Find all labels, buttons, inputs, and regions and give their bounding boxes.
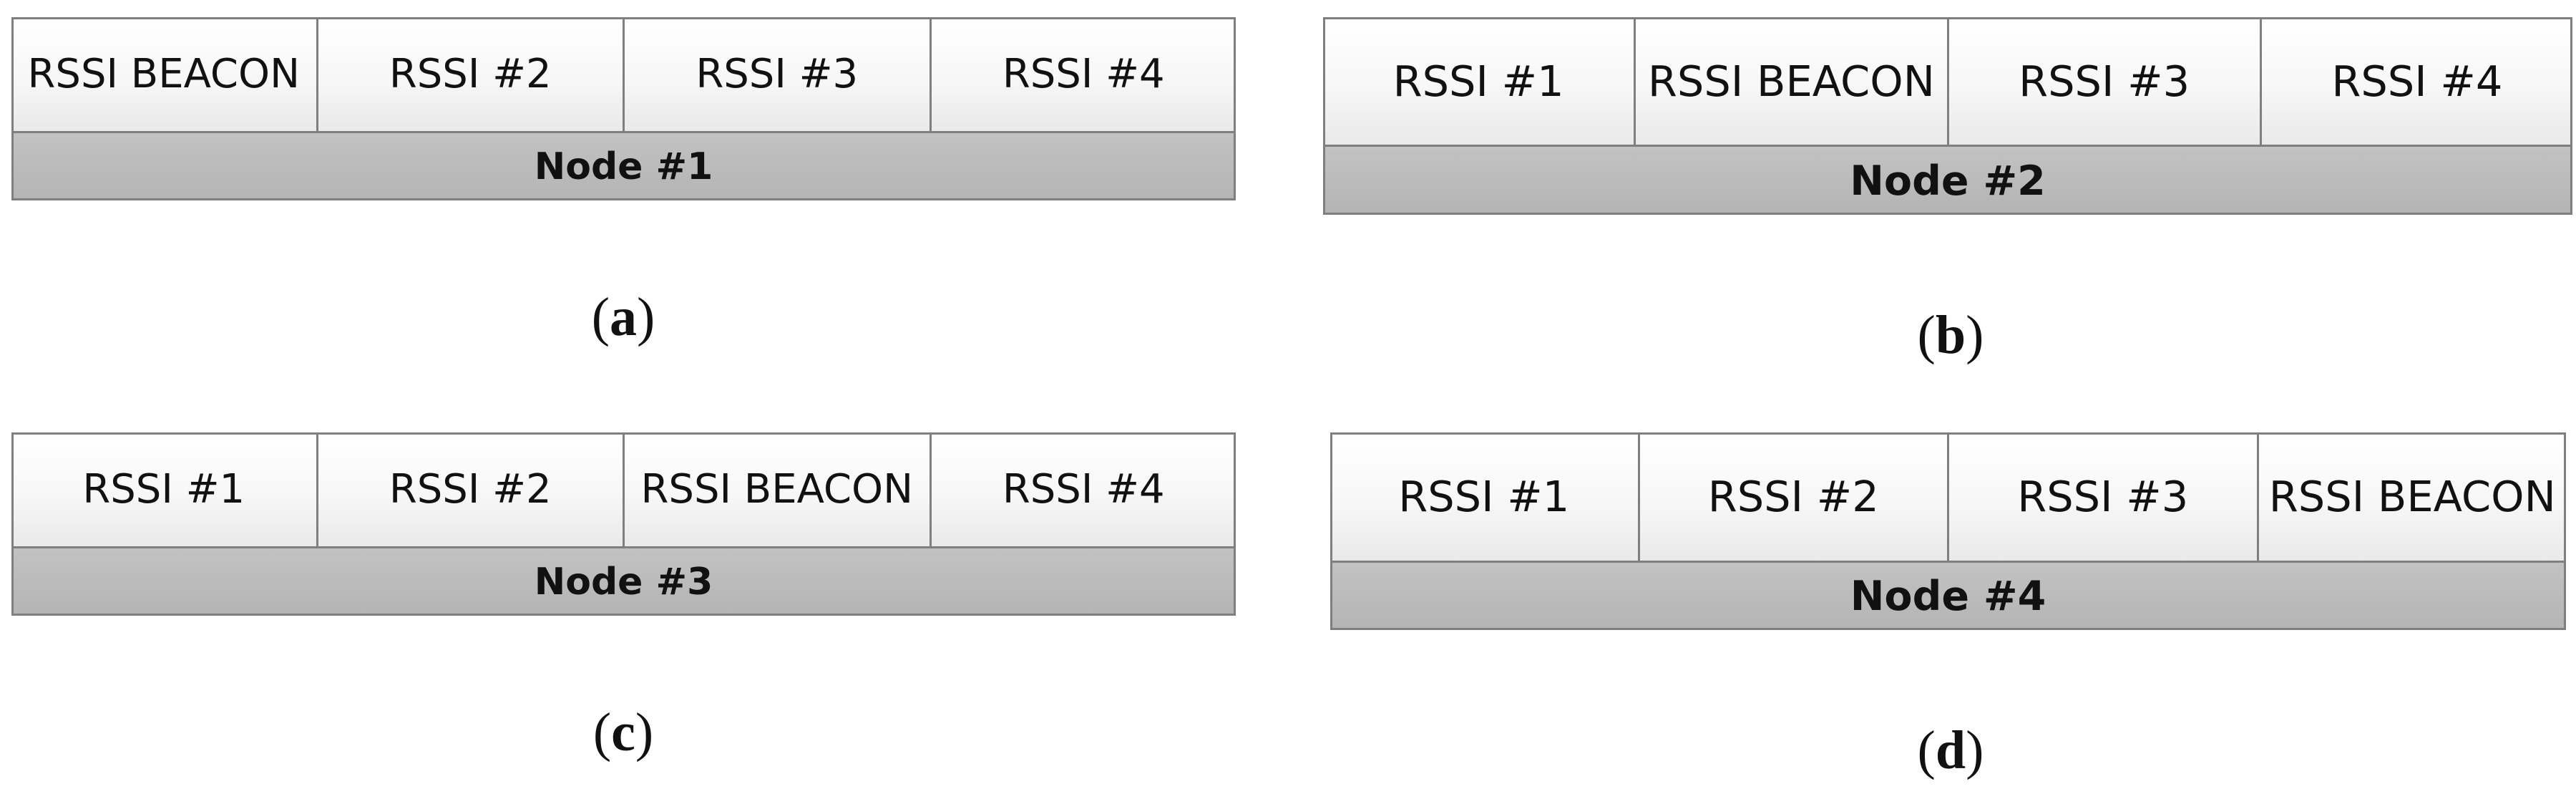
subfigure-caption-c: (c) [552,702,695,764]
caption-letter: c [611,702,635,762]
frame-diagram-node-4: RSSI #1 RSSI #2 RSSI #3 RSSI BEACON Node… [1330,432,2566,630]
caption-close-paren: ) [635,702,654,762]
caption-close-paren: ) [1966,305,1984,365]
node-label-bar: Node #1 [11,131,1236,200]
caption-close-paren: ) [1966,720,1984,780]
timeslot-2: RSSI #2 [318,17,625,131]
timeslot-row: RSSI #1 RSSI BEACON RSSI #3 RSSI #4 [1323,17,2572,145]
caption-letter: b [1935,305,1966,365]
timeslot-3: RSSI #3 [1948,17,2262,145]
frame-diagram-node-3: RSSI #1 RSSI #2 RSSI BEACON RSSI #4 Node… [11,432,1236,616]
subfigure-caption-b: (b) [1879,304,2022,367]
subfigure-caption-a: (a) [552,286,695,349]
caption-open-paren: ( [592,702,612,762]
timeslot-1: RSSI #1 [1330,432,1640,561]
timeslot-2: RSSI #2 [318,432,625,546]
caption-open-paren: ( [591,287,610,347]
timeslot-4: RSSI #4 [931,432,1236,546]
timeslot-row: RSSI #1 RSSI #2 RSSI #3 RSSI BEACON [1330,432,2566,561]
timeslot-3: RSSI #3 [1949,432,2259,561]
node-label-bar: Node #3 [11,546,1236,616]
timeslot-1: RSSI #1 [1323,17,1636,145]
caption-close-paren: ) [637,287,655,347]
caption-letter: a [610,287,637,347]
caption-open-paren: ( [1917,720,1936,780]
timeslot-2: RSSI #2 [1639,432,1949,561]
timeslot-1: RSSI #1 [11,432,318,546]
timeslot-3: RSSI BEACON [625,432,932,546]
node-label-bar: Node #4 [1330,561,2566,630]
frame-border [1330,432,2566,630]
node-label-bar: Node #2 [1323,145,2572,215]
timeslot-1: RSSI BEACON [11,17,318,131]
frame-border [11,432,1236,616]
caption-open-paren: ( [1917,305,1936,365]
frame-border [11,17,1236,200]
timeslot-2: RSSI BEACON [1636,17,1949,145]
timeslot-4: RSSI #4 [931,17,1236,131]
frame-border [1323,17,2572,215]
timeslot-row: RSSI BEACON RSSI #2 RSSI #3 RSSI #4 [11,17,1236,131]
timeslot-4: RSSI #4 [2261,17,2572,145]
caption-letter: d [1935,720,1966,780]
timeslot-row: RSSI #1 RSSI #2 RSSI BEACON RSSI #4 [11,432,1236,546]
subfigure-caption-d: (d) [1879,720,2022,782]
frame-diagram-node-2: RSSI #1 RSSI BEACON RSSI #3 RSSI #4 Node… [1323,17,2572,215]
frame-diagram-node-1: RSSI BEACON RSSI #2 RSSI #3 RSSI #4 Node… [11,17,1236,200]
timeslot-4: RSSI BEACON [2258,432,2566,561]
timeslot-3: RSSI #3 [625,17,932,131]
